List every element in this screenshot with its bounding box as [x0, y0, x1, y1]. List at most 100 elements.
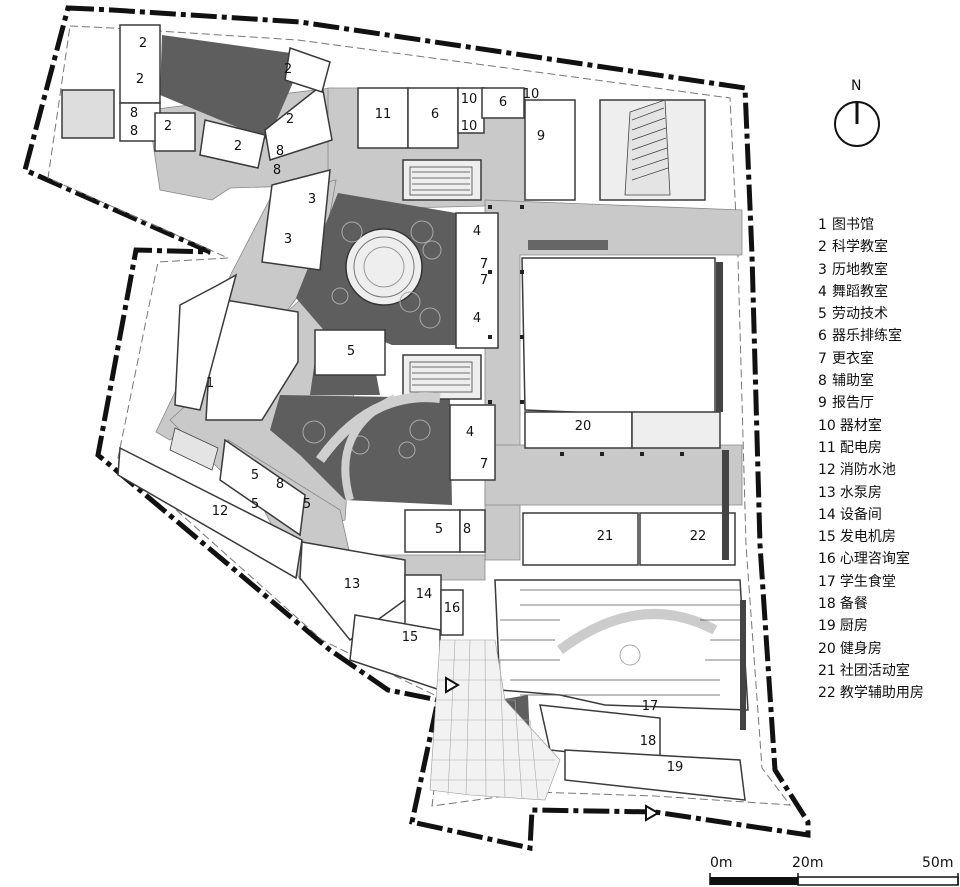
- legend-number: 21: [818, 662, 836, 679]
- legend-room-name: 器乐排练室: [832, 328, 902, 345]
- legend-number: 15: [818, 529, 836, 546]
- room-number-label: 14: [416, 587, 433, 602]
- rooms: [61, 24, 749, 801]
- legend-room-name: 配电房: [839, 439, 882, 456]
- scale-label-20: 20m: [792, 855, 824, 871]
- room-number-label: 4: [466, 425, 474, 440]
- room-number-label: 10: [461, 119, 478, 134]
- room-number-label: 3: [308, 192, 316, 207]
- legend-room-name: 学生食堂: [839, 573, 896, 590]
- room-number-label: 10: [461, 92, 478, 107]
- legend-room-name: 器材室: [839, 417, 882, 434]
- legend-number: 22: [818, 685, 836, 702]
- north-arrow-icon: [834, 101, 880, 147]
- east-planters: [528, 240, 746, 730]
- room-number-label: 18: [640, 734, 657, 749]
- room-number-label: 11: [375, 107, 392, 122]
- legend-room-name: 心理咨询室: [839, 551, 910, 568]
- legend-number: 14: [818, 506, 836, 523]
- legend-number: 10: [818, 417, 836, 434]
- room-number-label: 10: [523, 87, 540, 102]
- legend-number: 3: [818, 261, 827, 278]
- room-number-label: 5: [435, 522, 443, 537]
- room-number-label: 6: [499, 95, 507, 110]
- legend-number: 16: [818, 551, 836, 568]
- room-number-label: 3: [284, 232, 292, 247]
- room-number-label: 5: [251, 468, 259, 483]
- legend-room-name: 教学辅助用房: [839, 685, 924, 702]
- legend-item: 9 报告厅: [818, 392, 924, 414]
- room-number-label: 4: [473, 224, 481, 239]
- legend-number: 4: [818, 283, 827, 300]
- room-number-label: 4: [473, 311, 481, 326]
- room-number-label: 7: [480, 257, 488, 272]
- dining-area: [500, 589, 745, 696]
- courtyard-rotunda: [345, 228, 423, 306]
- entrance-plaza: [429, 639, 561, 801]
- legend-room-name: 历地教室: [832, 261, 888, 278]
- room-number-label: 17: [642, 699, 659, 714]
- room-number-label: 1: [206, 376, 214, 391]
- room-number-label: 22: [690, 529, 707, 544]
- legend-room-name: 报告厅: [832, 395, 874, 412]
- room-number-label: 7: [480, 273, 488, 288]
- scale-bar: [709, 873, 959, 886]
- legend-room-name: 厨房: [839, 618, 868, 635]
- room-number-label: 9: [537, 129, 545, 144]
- room-number-label: 8: [276, 144, 284, 159]
- north-label: N: [851, 78, 862, 94]
- legend-number: 11: [818, 439, 836, 456]
- legend-item: 7 更衣室: [818, 348, 924, 370]
- room-number-label: 8: [463, 522, 471, 537]
- room-number-label: 8: [276, 477, 284, 492]
- legend-number: 13: [818, 484, 836, 501]
- legend-number: 9: [818, 395, 827, 412]
- scale-label-0: 0m: [710, 855, 733, 871]
- room-number-label: 13: [344, 577, 361, 592]
- structural-columns: [488, 205, 684, 456]
- legend-number: 7: [818, 350, 827, 367]
- legend-item: 3 历地教室: [818, 259, 924, 281]
- room-number-label: 6: [431, 107, 439, 122]
- legend-number: 1: [818, 217, 827, 233]
- legend-room-name: 科学教室: [832, 239, 888, 256]
- scale-label-50: 50m: [922, 855, 954, 871]
- legend-number: 18: [818, 596, 836, 613]
- legend-room-name: 劳动技术: [832, 306, 888, 323]
- legend-number: 6: [818, 328, 827, 345]
- legend-room-name: 发电机房: [839, 529, 896, 546]
- legend-room-name: 更衣室: [832, 350, 874, 367]
- legend-number: 5: [818, 306, 827, 323]
- legend-room-name: 社团活动室: [839, 662, 910, 679]
- legend-room-name: 图书馆: [832, 217, 874, 233]
- legend-item: 1 图书馆: [818, 214, 924, 236]
- room-number-label: 2: [139, 36, 147, 51]
- legend-number: 8: [818, 373, 827, 390]
- room-number-label: 7: [480, 457, 488, 472]
- legend-number: 20: [818, 640, 836, 657]
- legend-number: 19: [818, 618, 836, 635]
- room-number-label: 2: [284, 62, 292, 77]
- courtyard-path-2: [341, 394, 397, 502]
- legend-room-name: 健身房: [839, 640, 882, 657]
- entrance-triangles: [445, 676, 660, 822]
- room-number-label: 8: [130, 124, 138, 139]
- auditorium-seating: [169, 99, 671, 471]
- room-number-label: 12: [212, 504, 229, 519]
- room-number-label: 20: [575, 419, 592, 434]
